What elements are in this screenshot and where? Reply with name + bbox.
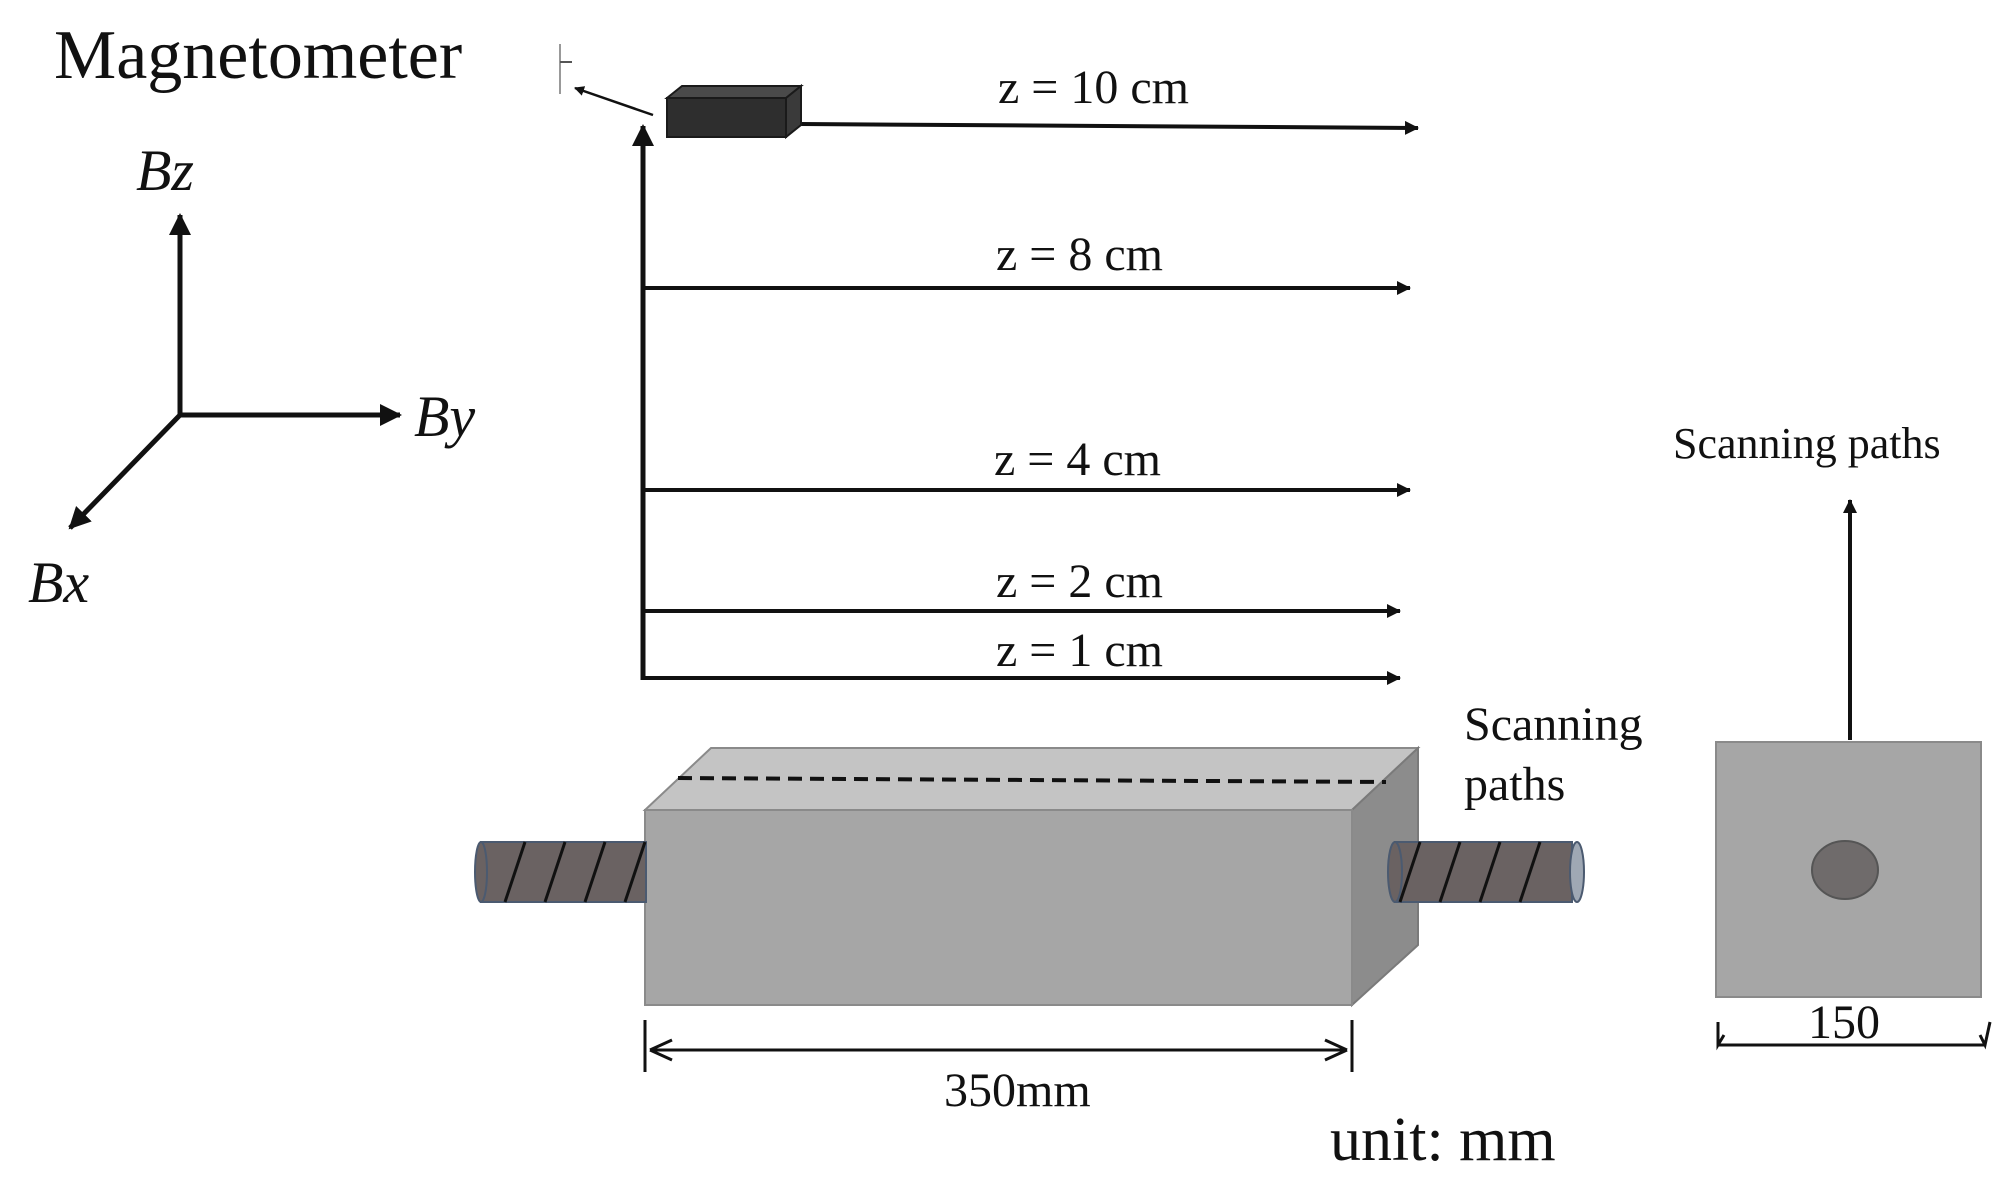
scan-label-z2: z = 2 cm	[996, 555, 1163, 608]
rebar-left	[474, 841, 647, 903]
cross-section-rebar	[1811, 840, 1879, 900]
rebar-right-end	[1569, 841, 1585, 903]
scan-line-z1: z = 1 cm	[643, 624, 1401, 685]
by-axis-label: By	[414, 384, 475, 449]
magnetometer-sensor	[664, 83, 804, 140]
scanning-paths-label-right: Scanning paths	[1673, 419, 1941, 468]
scan-line-z4: z = 4 cm	[643, 433, 1411, 497]
scan-line-z8: z = 8 cm	[643, 228, 1411, 295]
scan-label-z10: z = 10 cm	[998, 61, 1189, 114]
magnetometer-title: Magnetometer	[54, 17, 462, 94]
scan-label-z8: z = 8 cm	[996, 228, 1163, 281]
concrete-specimen	[642, 745, 1421, 1008]
specimen-front-face	[644, 809, 1353, 1006]
width-dimension	[1716, 1021, 1992, 1051]
scan-label-z4: z = 4 cm	[994, 433, 1161, 486]
top-scanning-path	[677, 776, 1387, 784]
bz-axis-label: Bz	[136, 138, 194, 203]
length-dimension-label: 350mm	[944, 1064, 1091, 1117]
bx-axis-line	[68, 413, 182, 530]
scan-line-z10: z = 10 cm	[799, 61, 1419, 135]
bx-axis-label: Bx	[28, 550, 89, 615]
length-dimension	[643, 1020, 1354, 1072]
scan-line-z2: z = 2 cm	[643, 555, 1401, 618]
axis-triad	[68, 213, 402, 530]
unit-label: unit: mm	[1330, 1106, 1556, 1174]
rebar-right	[1387, 841, 1585, 903]
scanning-paths-label-line1: Scanning	[1464, 698, 1643, 751]
width-dimension-label: 150	[1808, 996, 1880, 1049]
magnetometer-leader	[559, 44, 654, 117]
scan-label-z1: z = 1 cm	[996, 624, 1163, 677]
scanning-paths-label-line2: paths	[1464, 758, 1565, 811]
